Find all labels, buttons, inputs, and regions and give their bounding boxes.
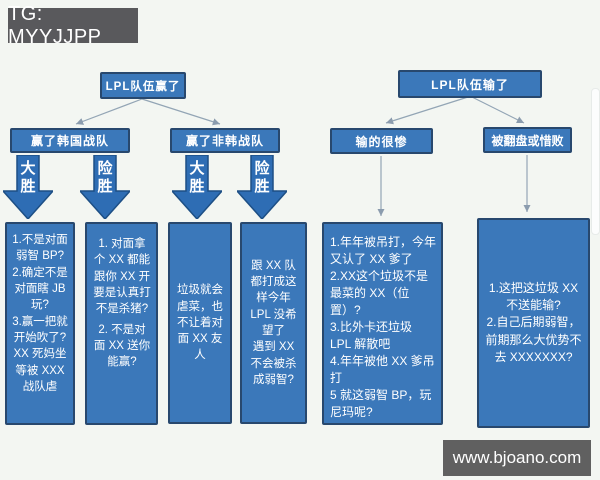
outcome-box-big-win-korean: 1.不是对面弱智 BP? 2.确定不是对面瞎 JB 玩? 3.赢一把就开始吹了?…: [5, 222, 75, 425]
down-arrow-icon: [3, 155, 53, 219]
node-lpl-won: LPL队伍赢了: [100, 72, 186, 99]
outcome-line: 3.比外卡还垃圾 LPL 解散吧: [330, 320, 413, 352]
node-lost-badly-label: 输的很惨: [355, 134, 408, 149]
arrow-label-narrow-win-2: 险胜: [254, 160, 270, 195]
node-lpl-won-label: LPL队伍赢了: [105, 80, 181, 93]
node-beat-korean-team-label: 赢了韩国战队: [30, 134, 109, 148]
outcome-line: 1.这把这垃圾 XX不送能输?: [488, 281, 579, 313]
outcome-line: 遇到 XX 不会被杀成弱智?: [250, 341, 297, 386]
outcome-line: 1.不是对面弱智 BP?: [12, 234, 68, 263]
arrow-label-narrow-win-1: 险胜: [97, 160, 113, 195]
down-arrow-icon: [237, 155, 287, 219]
block-arrow-big-win-1: 大胜: [3, 155, 53, 219]
node-beat-nonkorean-team: 赢了非韩战队: [170, 128, 280, 153]
node-lost-badly: 输的很惨: [330, 128, 433, 154]
node-comeback-or-close-loss-label: 被翻盘或惜败: [491, 133, 564, 148]
outcome-line: 2.XX这个垃圾不是最菜的 XX（位置）?: [330, 269, 429, 318]
outcome-line: 2.确定不是对面瞎 JB 玩?: [12, 266, 68, 312]
outcome-line: 1.年年被吊打，今年又认了 XX 爹了: [330, 235, 437, 267]
block-arrow-narrow-win-1: 险胜: [80, 155, 130, 219]
outcome-line: 1. 对面拿个 XX 都能跟你 XX 开要是认真打不是杀猪?: [93, 238, 151, 316]
website-watermark-badge: www.bjoano.com: [443, 440, 591, 476]
website-watermark-text: www.bjoano.com: [452, 448, 582, 467]
scrollbar-artifact: [591, 88, 600, 235]
outcome-box-comeback-loss: 1.这把这垃圾 XX不送能输? 2.自己后期弱智，前期那么大优势不去 XXXXX…: [477, 218, 590, 428]
node-beat-nonkorean-team-label: 赢了非韩战队: [185, 134, 264, 148]
outcome-line: 5 就这弱智 BP，玩尼玛呢?: [330, 388, 432, 420]
outcome-line: 4.年年被他 XX 爹吊打: [330, 354, 435, 386]
node-lpl-lost: LPL队伍输了: [398, 70, 542, 98]
outcome-box-narrow-win-korean: 1. 对面拿个 XX 都能跟你 XX 开要是认真打不是杀猪? 2. 不是对面 X…: [85, 222, 158, 425]
outcome-box-lost-badly: 1.年年被吊打，今年又认了 XX 爹了 2.XX这个垃圾不是最菜的 XX（位置）…: [322, 222, 443, 425]
arrow-label-big-win-1: 大胜: [20, 160, 36, 195]
outcome-line: 跟 XX 队都打成这样今年 LPL 没希望了: [250, 259, 297, 337]
node-beat-korean-team: 赢了韩国战队: [10, 128, 130, 153]
outcome-box-big-win-nonkorean: 垃圾就会虐菜，也不让着对面 XX 友人: [168, 222, 232, 424]
outcome-box-narrow-win-nonkorean: 跟 XX 队都打成这样今年 LPL 没希望了 遇到 XX 不会被杀成弱智?: [240, 222, 307, 424]
down-arrow-icon: [172, 155, 222, 219]
node-comeback-or-close-loss: 被翻盘或惜败: [483, 127, 572, 153]
block-arrow-narrow-win-2: 险胜: [237, 155, 287, 219]
node-lpl-lost-label: LPL队伍输了: [431, 77, 509, 92]
outcome-line: 2. 不是对面 XX 送你能赢?: [93, 323, 151, 369]
arrow-label-big-win-2: 大胜: [189, 160, 205, 195]
outcome-line: 3.赢一把就开始吹了? XX 死妈坐等被 XXX战队虐: [12, 315, 68, 393]
tg-watermark-badge: TG: MYYJJPP: [8, 3, 138, 48]
outcome-line: 2.自己后期弱智，前期那么大优势不去 XXXXXXX?: [485, 315, 582, 364]
block-arrow-big-win-2: 大胜: [172, 155, 222, 219]
down-arrow-icon: [80, 155, 130, 219]
outcome-line: 垃圾就会虐菜，也不让着对面 XX 友人: [177, 284, 223, 362]
tg-watermark-text: TG: MYYJJPP: [8, 2, 102, 48]
